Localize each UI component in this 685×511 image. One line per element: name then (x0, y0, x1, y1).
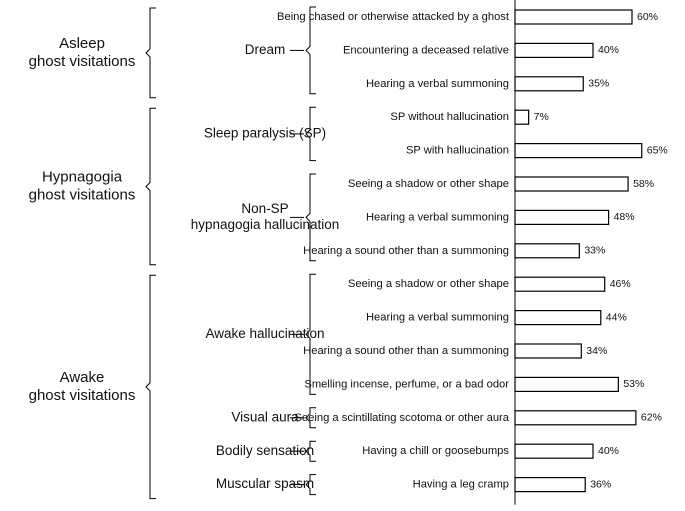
bar-value-label: 35% (588, 78, 609, 90)
bar-label: Hearing a sound other than a summoning (303, 245, 509, 257)
bar (514, 42, 594, 59)
bar-value-label: 48% (614, 211, 635, 223)
bar-value-label: 60% (637, 11, 658, 23)
bar-value-label: 34% (586, 345, 607, 357)
bar-label: Hearing a verbal summoning (366, 78, 509, 90)
subgroup-label: hypnagogia hallucination (191, 217, 340, 232)
subgroup-bracket (305, 440, 316, 462)
group-bracket (145, 107, 156, 266)
group-label: Awake (60, 369, 105, 386)
bar-value-label: 58% (633, 178, 654, 190)
bar-label: Having a leg cramp (413, 479, 509, 491)
bar (514, 176, 629, 192)
bar-label: Seeing a shadow or other shape (348, 278, 509, 290)
group-bracket (145, 7, 156, 99)
subgroup-bracket (305, 474, 316, 496)
bar (514, 243, 580, 259)
bar-value-label: 53% (623, 378, 644, 390)
bar-value-label: 44% (606, 311, 627, 323)
bar (514, 310, 602, 326)
subgroup-label: Dream (245, 42, 286, 57)
subgroup-bracket (305, 407, 316, 429)
subgroup-label: Sleep paralysis (SP) (204, 125, 326, 140)
bar-value-label: 65% (647, 144, 668, 156)
bar (514, 477, 586, 493)
bar (514, 9, 633, 25)
bar (514, 410, 637, 426)
bar-value-label: 62% (641, 412, 662, 424)
group-label: Hypnagogia (42, 168, 123, 185)
bar-label: SP with hallucination (406, 145, 509, 157)
bar (514, 209, 610, 225)
group-label: ghost visitations (29, 186, 136, 203)
label-layer: Being chased or otherwise attacked by a … (29, 11, 510, 491)
bar-label: Hearing a sound other than a summoning (303, 345, 509, 357)
bar-value-label: 46% (610, 278, 631, 290)
group-label: ghost visitations (29, 53, 136, 70)
subgroup-label: Muscular spasm (216, 476, 314, 491)
bar-label: SP without hallucination (390, 111, 509, 123)
bar (514, 109, 530, 125)
bar (514, 443, 594, 459)
bar (514, 376, 619, 392)
group-label: ghost visitations (29, 387, 136, 404)
bar-value-label: 7% (534, 111, 549, 123)
bar-layer: 60% 40% 35% 7% 65% 58% 48% 33% 46% 44% 34% 53% 62% 40… (514, 0, 668, 505)
subgroup-bracket (305, 6, 316, 95)
bar (514, 143, 643, 159)
bar (514, 343, 582, 359)
bar-label: Hearing a verbal summoning (366, 312, 509, 324)
bar-label: Hearing a verbal summoning (366, 211, 509, 223)
group-bracket (145, 274, 156, 500)
bracket-layer (145, 6, 316, 500)
bar (514, 76, 584, 92)
bar-label: Seeing a scintillating scotoma or other … (294, 412, 509, 424)
subgroup-label: Awake hallucination (205, 326, 324, 341)
bar-label: Encountering a deceased relative (343, 44, 509, 56)
bar-label: Smelling incense, perfume, or a bad odor (304, 378, 509, 390)
group-label: Asleep (59, 35, 105, 52)
bar-label: Being chased or otherwise attacked by a … (277, 11, 510, 23)
bar-value-label: 33% (584, 245, 605, 257)
bar-label: Having a chill or goosebumps (362, 445, 509, 457)
subgroup-label: Bodily sensation (216, 443, 314, 458)
bar (514, 276, 606, 292)
bar-label: Seeing a shadow or other shape (348, 178, 509, 190)
bar-value-label: 40% (598, 44, 619, 56)
subgroup-label: Visual aura (231, 409, 299, 424)
subgroup-bracket (305, 173, 316, 262)
subgroup-bracket (305, 106, 316, 162)
subgroup-label: Non-SP (241, 201, 288, 216)
subgroup-bracket (305, 273, 316, 395)
bar-value-label: 40% (598, 445, 619, 457)
bar-value-label: 36% (590, 478, 611, 490)
